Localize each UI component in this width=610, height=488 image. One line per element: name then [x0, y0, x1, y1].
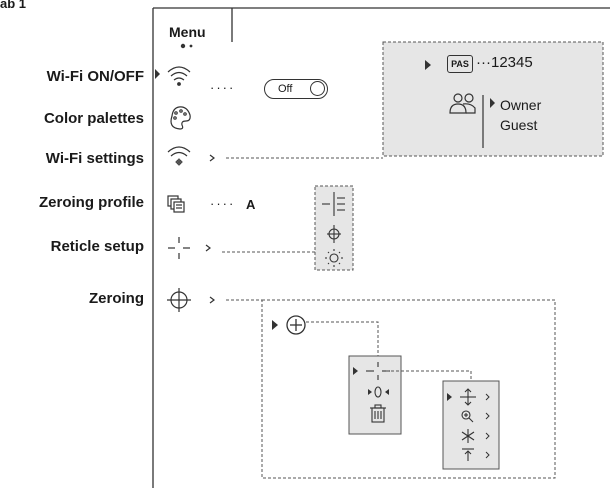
zeroing-profile-icon — [167, 195, 185, 213]
wifi-settings-chevron — [209, 154, 215, 162]
adjust-submenu — [442, 380, 500, 470]
distance-chevron — [485, 451, 490, 459]
access-owner: Owner — [500, 97, 542, 113]
zoom-icon — [461, 410, 474, 423]
palette-icon — [170, 106, 191, 130]
reticle-type-icon — [322, 192, 345, 216]
color-palettes-label: Color palettes — [43, 110, 144, 127]
toggle-knob — [310, 81, 325, 96]
delete-icon — [370, 404, 386, 423]
password-value: ···12345 — [476, 54, 533, 71]
distance-icon — [462, 448, 474, 461]
password-arrow — [425, 60, 431, 70]
adjust-arrow — [447, 393, 452, 401]
device-frame — [152, 7, 610, 488]
reticle-brightness-icon — [325, 249, 343, 267]
access-guest: Guest — [500, 117, 538, 133]
menu-title-dots — [180, 43, 193, 49]
wifi-off-toggle[interactable]: Off — [264, 79, 328, 99]
zeroing-icon — [167, 288, 191, 312]
zoom-chevron — [485, 412, 490, 420]
wifi-dots: ···· — [210, 80, 236, 95]
wifi-icon — [167, 66, 191, 86]
distance-arrow — [353, 367, 358, 375]
freeze-chevron — [485, 432, 490, 440]
reticle-chevron — [205, 244, 211, 252]
zeroing-chevron — [209, 296, 215, 304]
selected-arrow-wifi — [155, 69, 160, 79]
add-distance-arrow — [272, 320, 278, 330]
reticle-icon — [168, 237, 190, 259]
menu-title: Menu — [169, 24, 206, 40]
toggle-label: Off — [278, 83, 293, 95]
zeroing-submenu-frame — [261, 299, 556, 479]
zeroing-profile-label: Zeroing profile — [39, 194, 144, 211]
zeroing-label: Zeroing — [89, 290, 144, 307]
owner-arrow — [490, 98, 495, 108]
freeze-icon — [461, 429, 475, 443]
profile-dots: ···· — [210, 196, 236, 211]
wifi-on-off-label: Wi-Fi ON/OFF — [46, 68, 144, 85]
plus-circle-icon — [286, 315, 306, 335]
profile-value: A — [246, 197, 256, 212]
password-badge: PAS — [447, 55, 473, 73]
move-icon — [460, 388, 476, 406]
add-distance-connector — [306, 321, 379, 356]
wifi-settings-icon — [167, 146, 191, 166]
users-icon — [449, 93, 476, 114]
reticle-setup-label: Reticle setup — [50, 238, 144, 255]
tab-label: ab 1 — [0, 0, 27, 11]
distance-connector — [386, 370, 472, 381]
wifi-settings-panel — [382, 41, 604, 157]
wifi-settings-label: Wi-Fi settings — [45, 150, 144, 167]
reticle-position-icon — [327, 225, 341, 243]
move-chevron — [485, 393, 490, 401]
edit-distance-icon — [368, 386, 389, 398]
